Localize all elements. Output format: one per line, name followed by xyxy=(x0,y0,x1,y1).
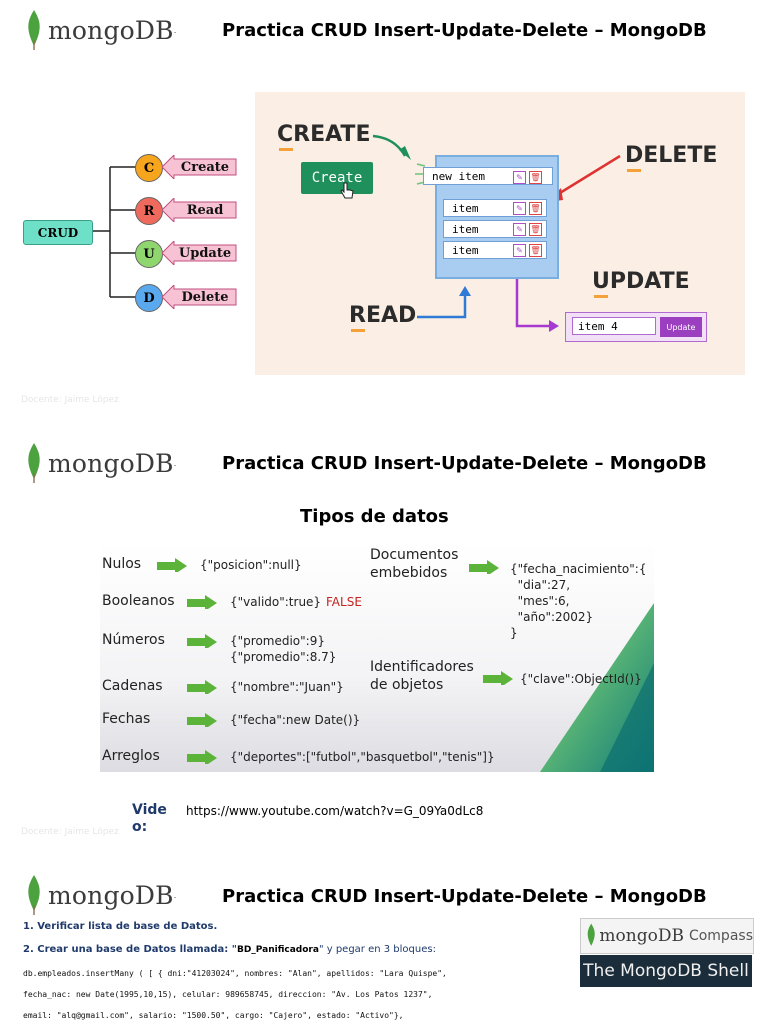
arrow-right-icon xyxy=(157,558,187,572)
type-example: {"valido":true} xyxy=(230,595,322,609)
leaf-icon xyxy=(587,923,595,946)
crud-illustration: CREATE DELETE UPDATE READ Create new ite… xyxy=(255,92,745,375)
trash-icon[interactable]: 🗑 xyxy=(529,171,542,184)
item-row[interactable]: item xyxy=(443,220,547,238)
hand-cursor-icon xyxy=(340,182,354,199)
item-row[interactable]: item xyxy=(443,199,547,217)
step-1: 1. Verificar lista de base de Datos. xyxy=(23,921,218,932)
crud-node-read: R xyxy=(135,197,163,225)
type-example: {"posicion":null} xyxy=(200,558,302,572)
video-link[interactable]: https://www.youtube.com/watch?v=G_09Ya0d… xyxy=(186,804,484,818)
crud-node-create: C xyxy=(135,154,163,182)
type-example-extra: FALSE xyxy=(326,595,362,609)
type-label: Números xyxy=(102,632,165,648)
edit-icon[interactable]: ✎ xyxy=(513,202,526,215)
type-example: } xyxy=(510,626,518,640)
crud-tag-update: Update xyxy=(178,245,232,261)
create-label: CREATE xyxy=(277,122,371,147)
logo-wordmark: mongoDB xyxy=(48,880,174,910)
edit-icon[interactable]: ✎ xyxy=(513,223,526,236)
read-label: READ xyxy=(349,303,417,328)
crud-node-update: U xyxy=(135,240,163,268)
type-label: Arreglos xyxy=(102,748,160,764)
type-label: Cadenas xyxy=(102,678,163,694)
update-input[interactable]: item 4 xyxy=(572,317,656,335)
code-line: db.empleados.insertMany ( [ { dni:"41203… xyxy=(23,969,447,978)
teacher-label: Docente: Jaime López xyxy=(21,395,119,405)
type-label: Documentos xyxy=(370,547,459,563)
data-types-figure: Nulos {"posicion":null} Booleanos {"valido"… xyxy=(100,543,654,772)
type-label: de objetos xyxy=(370,677,444,693)
edit-icon[interactable]: ✎ xyxy=(513,244,526,257)
arrow-right-icon xyxy=(187,595,217,609)
crud-tree-lines xyxy=(91,166,136,298)
type-label: Booleanos xyxy=(102,593,175,609)
leaf-icon xyxy=(28,443,40,483)
teacher-label: Docente: Jaime López xyxy=(21,827,119,837)
step-2: 2. Crear una base de Datos llamada: "BD_… xyxy=(23,944,436,955)
crud-root: CRUD xyxy=(23,220,93,245)
mongodb-logo: mongoDB . xyxy=(24,10,176,50)
compass-badge: mongoDB Compass xyxy=(580,918,754,954)
trash-icon[interactable]: 🗑 xyxy=(529,223,542,236)
mongodb-logo: mongoDB . xyxy=(24,875,176,915)
type-example: {"promedio":9} xyxy=(230,634,325,648)
leaf-icon xyxy=(28,875,40,915)
arrow-tag-shape xyxy=(162,198,237,222)
type-label: Fechas xyxy=(102,711,151,727)
trash-icon[interactable]: 🗑 xyxy=(529,202,542,215)
arrow-right-icon xyxy=(187,750,217,764)
type-label: Nulos xyxy=(102,556,142,572)
arrow-right-icon xyxy=(483,671,513,685)
logo-wordmark: mongoDB xyxy=(48,15,174,45)
type-example: "mes":6, xyxy=(510,594,570,608)
crud-node-delete: D xyxy=(135,284,163,312)
type-example: "dia":27, xyxy=(510,578,571,592)
slide-title: Practica CRUD Insert-Update-Delete – Mon… xyxy=(222,453,707,474)
leaf-icon xyxy=(28,10,40,50)
delete-label: DELETE xyxy=(625,143,718,168)
arrow-tag-shape xyxy=(162,241,237,265)
update-button[interactable]: Update xyxy=(660,317,702,337)
trash-icon[interactable]: 🗑 xyxy=(529,244,542,257)
crud-tag-create: Create xyxy=(180,159,230,175)
type-example: {"clave":ObjectId()} xyxy=(520,672,642,686)
logo-wordmark: mongoDB xyxy=(48,448,174,478)
type-example: {"fecha":new Date()} xyxy=(230,713,361,727)
code-line: fecha_nac: new Date(1995,10,15), celular… xyxy=(23,990,433,999)
type-label: embebidos xyxy=(370,565,448,581)
arrow-tag-shape xyxy=(162,155,237,179)
arrow-tag-shape xyxy=(162,285,237,309)
item-row[interactable]: item xyxy=(443,241,547,259)
video-label: Vide o: xyxy=(132,802,167,835)
type-example: {"fecha_nacimiento":{ xyxy=(510,562,647,576)
arrow-right-icon xyxy=(187,680,217,694)
mongodb-logo: mongoDB . xyxy=(24,443,176,483)
figure-background xyxy=(100,543,654,772)
arrow-right-icon xyxy=(469,560,499,574)
shell-badge: The MongoDB Shell xyxy=(580,955,752,987)
type-example: "año":2002} xyxy=(510,610,594,624)
slide-title: Practica CRUD Insert-Update-Delete – Mon… xyxy=(222,20,707,41)
create-button[interactable]: Create xyxy=(301,162,373,194)
arrow-right-icon xyxy=(187,713,217,727)
type-example: {"nombre":"Juan"} xyxy=(230,680,344,694)
section-heading: Tipos de datos xyxy=(300,506,449,527)
update-label: UPDATE xyxy=(592,269,690,294)
arrow-right-icon xyxy=(187,634,217,648)
type-example: {"deportes":["futbol","basquetbol","teni… xyxy=(230,750,495,764)
update-form: item 4 Update xyxy=(565,312,707,342)
type-example: {"promedio":8.7} xyxy=(230,650,337,664)
items-list: new item ✎ 🗑 item✎🗑item✎🗑item✎🗑 xyxy=(423,155,559,279)
code-line: email: "alq@gmail.com", salario: "1500.5… xyxy=(23,1011,404,1020)
crud-tag-read: Read xyxy=(186,202,224,218)
slide-title: Practica CRUD Insert-Update-Delete – Mon… xyxy=(222,886,707,907)
edit-icon[interactable]: ✎ xyxy=(513,171,526,184)
type-label: Identificadores xyxy=(370,659,474,675)
crud-tag-delete: Delete xyxy=(181,289,229,305)
